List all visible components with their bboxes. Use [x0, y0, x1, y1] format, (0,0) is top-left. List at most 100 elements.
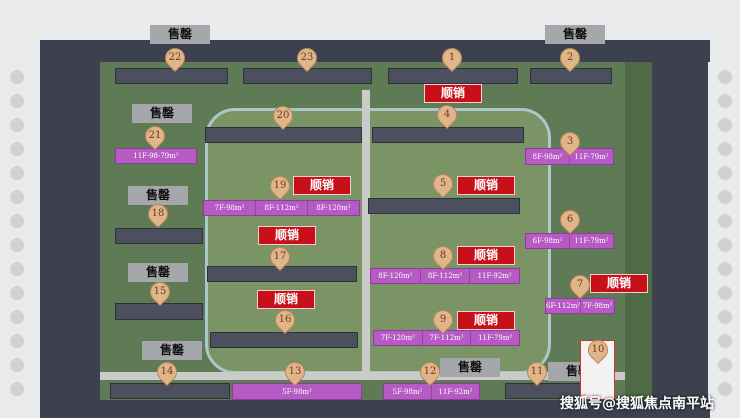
building-number: 19: [273, 180, 287, 191]
unit-type-label: 6F-98m²: [526, 234, 570, 248]
building-22[interactable]: [115, 68, 228, 84]
on-sale-tag[interactable]: 顺销: [293, 176, 351, 195]
unit-type-label: 8F-120m²: [371, 269, 421, 283]
tree-strip: [625, 62, 652, 400]
unit-type-label: 7F-120m²: [374, 331, 423, 345]
unit-type-label: 5F-98m²: [384, 384, 432, 399]
tree-icon: [718, 310, 732, 324]
tree-icon: [718, 334, 732, 348]
tree-icon: [10, 94, 24, 108]
watermark: 搜狐号@搜狐焦点南平站: [560, 396, 714, 412]
building-number: 3: [566, 136, 574, 147]
tree-icon: [10, 334, 24, 348]
road-east: [652, 40, 708, 418]
tree-icon: [10, 238, 24, 252]
building-number: 4: [443, 109, 451, 120]
building-number: 7: [576, 279, 584, 290]
tree-icon: [718, 70, 732, 84]
unit-type-label: 11F-92m²: [438, 387, 473, 396]
sold-out-label: 售罄: [128, 186, 188, 205]
sold-out-label: 售罄: [150, 25, 210, 44]
tree-icon: [718, 382, 732, 396]
sold-out-label: 售罄: [132, 104, 192, 123]
unit-type-label: 11F-92m²: [477, 272, 512, 280]
tree-icon: [10, 310, 24, 324]
tree-icon: [718, 118, 732, 132]
building-number: 17: [273, 251, 287, 262]
building-number: 14: [160, 366, 174, 377]
tree-icon: [10, 166, 24, 180]
tree-icon: [718, 238, 732, 252]
on-sale-tag[interactable]: 顺销: [590, 274, 648, 293]
unit-type-label: 6F-112m²: [546, 299, 582, 313]
building-4[interactable]: [372, 127, 524, 143]
on-sale-tag[interactable]: 顺销: [258, 226, 316, 245]
building-number: 22: [168, 52, 182, 63]
tree-icon: [718, 94, 732, 108]
tree-icon: [718, 358, 732, 372]
unit-type-label: 8F-120m²: [316, 204, 351, 212]
building-number: 16: [278, 314, 292, 325]
building-number: 12: [423, 366, 437, 377]
building-13[interactable]: 5F-98m²: [232, 383, 362, 400]
building-number: 8: [439, 250, 447, 261]
building-number: 2: [566, 52, 574, 63]
tree-icon: [718, 214, 732, 228]
road-north: [40, 40, 710, 62]
unit-type-label: 7F-112m²: [423, 331, 472, 345]
building-number: 5: [439, 178, 447, 189]
on-sale-tag[interactable]: 顺销: [257, 290, 315, 309]
building-number: 15: [153, 286, 167, 297]
unit-type-label: 8F-98m²: [526, 149, 570, 164]
building-number: 11: [530, 366, 544, 377]
unit-type-label: 7F-98m²: [582, 302, 613, 310]
tree-icon: [10, 214, 24, 228]
building-21[interactable]: 11F-98-79m²: [115, 148, 197, 164]
tree-icon: [718, 166, 732, 180]
tree-icon: [10, 70, 24, 84]
building-16[interactable]: [210, 332, 358, 348]
unit-type-label: 5F-98m²: [282, 387, 312, 396]
unit-type-label: 8F-112m²: [256, 201, 308, 215]
road-south: [40, 400, 710, 418]
unit-type-label: 11F-79m²: [574, 152, 609, 161]
building-number: 20: [276, 110, 290, 121]
building-number: 21: [148, 130, 162, 141]
building-12[interactable]: 5F-98m² 11F-92m²: [383, 383, 480, 400]
building-18[interactable]: [115, 228, 203, 244]
sold-out-label: 售罄: [142, 341, 202, 360]
on-sale-tag[interactable]: 顺销: [457, 246, 515, 265]
tree-icon: [10, 382, 24, 396]
unit-type-label: 7F-98m²: [204, 201, 256, 215]
road-west: [40, 40, 100, 418]
building-number: 9: [439, 314, 447, 325]
tree-icon: [10, 262, 24, 276]
tree-icon: [718, 262, 732, 276]
on-sale-tag[interactable]: 顺销: [457, 311, 515, 330]
building-5[interactable]: [368, 198, 520, 214]
building-number: 1: [448, 52, 456, 63]
sold-out-label: 售罄: [545, 25, 605, 44]
sold-out-label: 售罄: [128, 263, 188, 282]
building-number: 10: [591, 344, 605, 355]
on-sale-tag[interactable]: 顺销: [457, 176, 515, 195]
unit-type-label: 11F-79m²: [478, 334, 513, 342]
sold-out-label: 售罄: [440, 358, 500, 377]
central-path: [362, 90, 370, 380]
tree-icon: [718, 142, 732, 156]
unit-type-label: 8F-112m²: [421, 269, 471, 283]
on-sale-tag[interactable]: 顺销: [424, 84, 482, 103]
tree-icon: [10, 358, 24, 372]
building-14[interactable]: [110, 383, 230, 399]
unit-type-label: 11F-98-79m²: [133, 152, 179, 160]
tree-icon: [10, 286, 24, 300]
tree-icon: [10, 190, 24, 204]
tree-icon: [10, 118, 24, 132]
south-path: [100, 372, 625, 380]
